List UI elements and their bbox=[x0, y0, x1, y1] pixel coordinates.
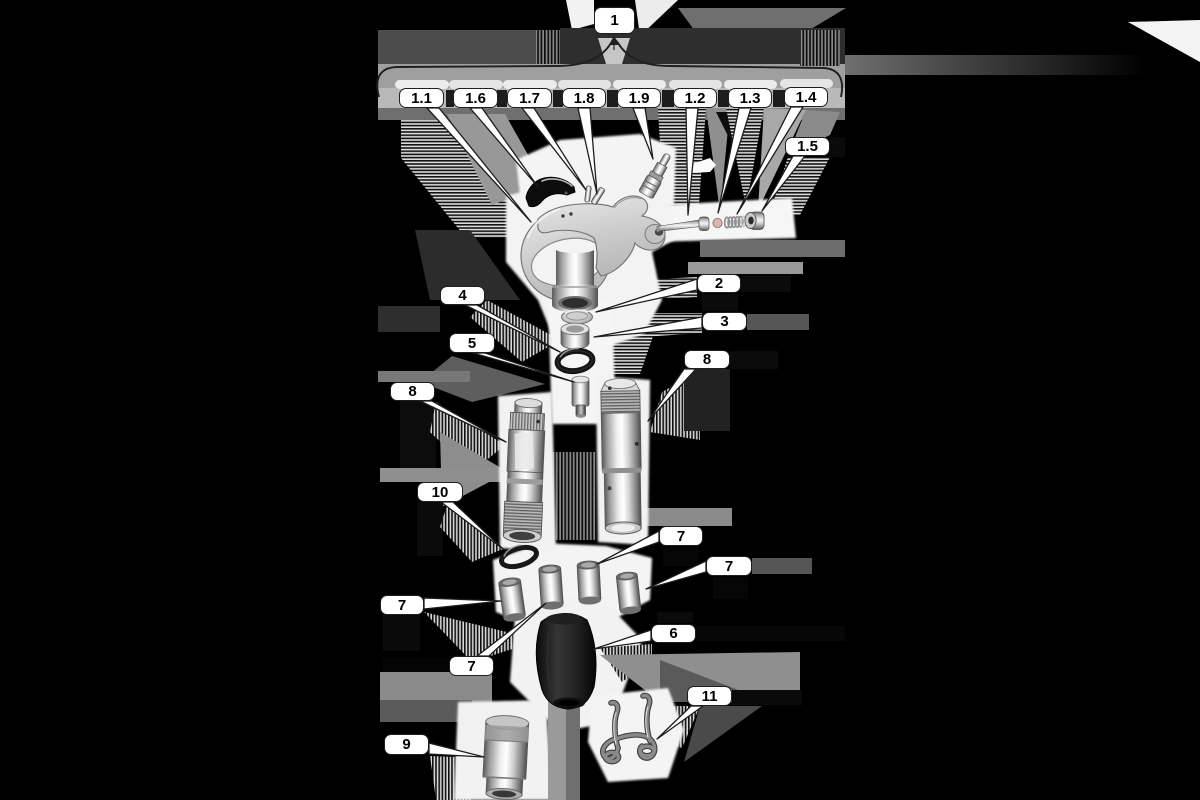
callout-box-7a: 7 bbox=[659, 526, 703, 546]
leader-9 bbox=[428, 742, 485, 758]
leader-1.6 bbox=[469, 107, 539, 188]
throttle-lever-illustration bbox=[525, 176, 576, 208]
leader-7c bbox=[423, 597, 502, 610]
leader-11 bbox=[656, 705, 704, 740]
valve-disc-illustration bbox=[712, 217, 723, 229]
leader-1.2 bbox=[685, 107, 699, 216]
callout-box-6: 6 bbox=[651, 624, 696, 643]
leader-1.5 bbox=[761, 155, 806, 212]
leader-1.1 bbox=[426, 107, 532, 223]
parts-layer bbox=[482, 153, 765, 800]
leader-8b bbox=[419, 400, 507, 443]
lever-pin-large-illustration bbox=[591, 187, 605, 205]
valve-box-illustration bbox=[560, 322, 590, 350]
rubber-sleeve-illustration bbox=[535, 613, 597, 710]
leader-1.8 bbox=[577, 107, 598, 195]
callout-box-11: 11 bbox=[687, 686, 732, 706]
cylinder-barrel-right-illustration bbox=[600, 378, 642, 535]
callout-box-5: 5 bbox=[449, 333, 495, 353]
valve-cap-illustration bbox=[744, 211, 765, 230]
leader-1.4 bbox=[736, 106, 804, 215]
leader-wedges bbox=[419, 106, 806, 758]
bushing-4-illustration bbox=[615, 571, 642, 615]
callout-box-4: 4 bbox=[440, 286, 485, 305]
retainer-nut-illustration bbox=[482, 715, 530, 800]
leader-1.7 bbox=[521, 107, 587, 191]
leader-1.3 bbox=[717, 107, 752, 214]
valve-spring-illustration bbox=[723, 215, 747, 229]
callout-box-3: 3 bbox=[702, 312, 747, 331]
o-ring-large-illustration bbox=[554, 347, 596, 375]
callout-box-1.2: 1.2 bbox=[673, 88, 717, 108]
group-brace bbox=[376, 36, 843, 98]
callout-box-1.1: 1.1 bbox=[399, 88, 444, 108]
leader-8a bbox=[647, 368, 697, 422]
callout-box-1: 1 bbox=[594, 7, 635, 34]
leader-10 bbox=[440, 501, 504, 550]
bushing-3-illustration bbox=[576, 560, 602, 605]
callout-box-8b: 8 bbox=[390, 382, 435, 401]
o-ring-small-illustration bbox=[499, 544, 539, 570]
callout-box-8a: 8 bbox=[684, 350, 730, 369]
retainer-spring-clip-illustration bbox=[600, 692, 658, 765]
callout-box-1.8: 1.8 bbox=[562, 88, 606, 108]
callout-box-7c: 7 bbox=[380, 595, 424, 615]
valve-plunger-illustration bbox=[571, 375, 590, 418]
callout-box-7b: 7 bbox=[706, 556, 752, 576]
callout-box-1.6: 1.6 bbox=[453, 88, 498, 108]
callout-box-1.3: 1.3 bbox=[728, 88, 772, 108]
artifact-layer bbox=[378, 0, 1200, 800]
air-inlet-nipple-illustration bbox=[638, 153, 671, 199]
callout-box-10: 10 bbox=[417, 482, 463, 502]
bushing-2-illustration bbox=[538, 564, 564, 610]
callout-box-1.9: 1.9 bbox=[617, 88, 661, 108]
valve-stem-illustration bbox=[656, 216, 710, 232]
callout-box-1.7: 1.7 bbox=[507, 88, 552, 108]
callout-box-1.5: 1.5 bbox=[785, 137, 830, 156]
valve-plate-illustration bbox=[561, 309, 593, 325]
leader-1.9 bbox=[632, 107, 654, 160]
cylinder-barrel-left-illustration bbox=[502, 398, 546, 543]
leader-4 bbox=[464, 304, 561, 353]
callout-box-2: 2 bbox=[697, 274, 741, 293]
handle-body-casting-illustration bbox=[520, 195, 666, 312]
callout-box-7d: 7 bbox=[449, 656, 494, 676]
leader-5 bbox=[472, 352, 575, 383]
callout-box-9: 9 bbox=[384, 734, 429, 755]
callout-box-1.4: 1.4 bbox=[784, 87, 828, 107]
